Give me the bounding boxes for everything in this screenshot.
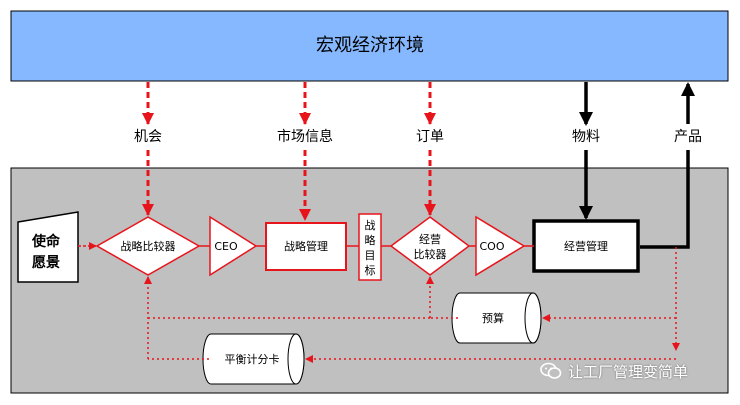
budget-cylinder [451, 292, 542, 344]
strategy-management-box [265, 222, 347, 271]
input-label-opportunity: 机会 [134, 129, 162, 145]
input-label-products: 产品 [674, 129, 702, 145]
operation-management-box [532, 219, 640, 273]
input-label-market-info: 市场信息 [277, 128, 333, 145]
strategy-goal-char-3: 目 [365, 249, 376, 262]
input-label-materials: 物料 [572, 129, 600, 145]
vision-label: 愿景 [32, 255, 60, 271]
mission-vision-box [17, 211, 79, 283]
operation-management-label: 经营管理 [564, 239, 608, 253]
operation-comparator-label-2: 比较器 [414, 247, 447, 261]
strategy-goal-char-2: 略 [365, 233, 376, 247]
input-label-orders: 订单 [416, 129, 444, 145]
env-title: 宏观经济环境 [316, 35, 424, 56]
watermark-text: 让工厂管理变简单 [568, 362, 689, 381]
operation-comparator [389, 216, 471, 276]
wechat-icon [540, 362, 562, 379]
mission-label: 使命 [31, 233, 61, 250]
env-box [10, 10, 729, 82]
strategy-goal-char-1: 战 [365, 219, 376, 232]
strategy-management-label: 战略管理 [284, 239, 328, 253]
ceo-label: CEO [214, 240, 238, 253]
flow-operation-to-products [640, 150, 690, 249]
strategy-goal-char-4: 标 [365, 263, 376, 277]
coo-label: COO [480, 240, 505, 253]
strategy-comparator-label: 战略比较器 [121, 239, 176, 253]
budget-label: 预算 [482, 311, 504, 325]
operation-comparator-label-1: 经营 [419, 232, 441, 246]
balanced-scorecard-cylinder [202, 333, 305, 385]
strategy-comparator [95, 216, 201, 276]
balanced-scorecard-label: 平衡计分卡 [225, 353, 280, 366]
strategy-goal-box [358, 213, 382, 281]
watermark: 让工厂管理变简单 [540, 358, 688, 384]
